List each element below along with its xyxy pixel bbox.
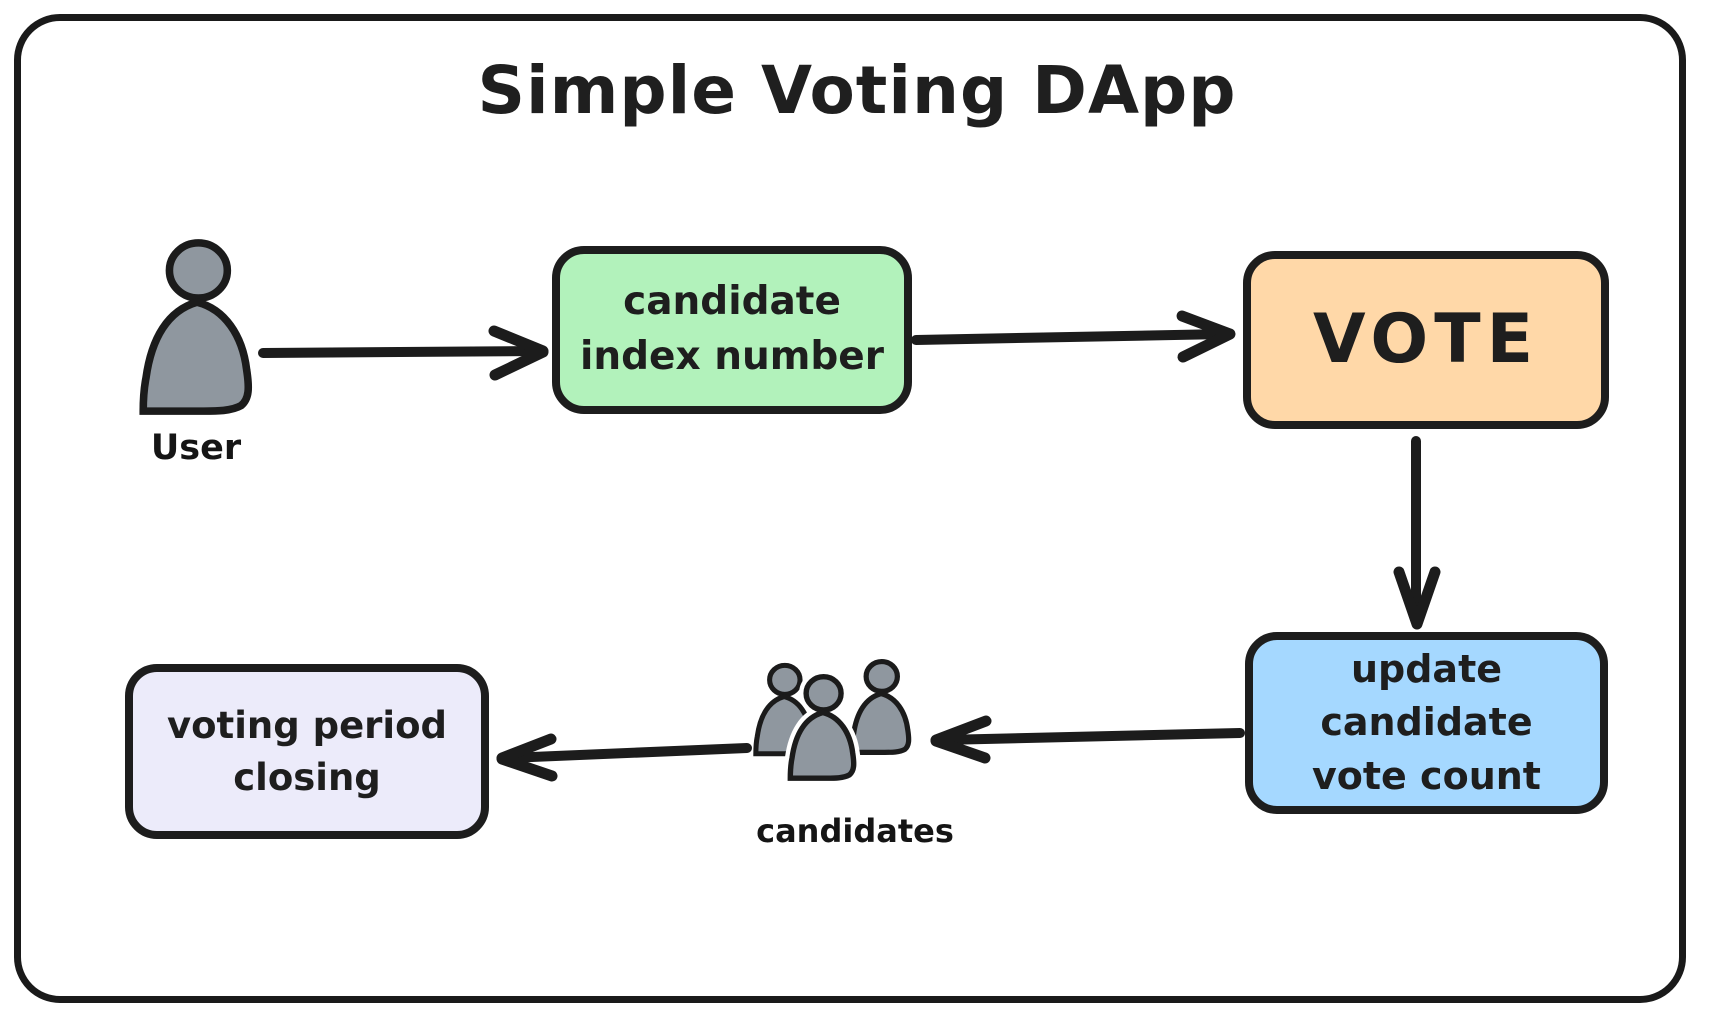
candidates-group-icon xyxy=(742,650,928,792)
candidates-label: candidates xyxy=(756,812,954,850)
node-candidate-index-number: candidate index number xyxy=(552,246,912,414)
node-candidate-index-line1: candidate xyxy=(623,279,841,325)
node-vote-label: VOTE xyxy=(1312,300,1540,380)
node-update-count-line2: vote count xyxy=(1312,753,1541,798)
user-person-icon xyxy=(126,236,268,418)
node-voting-period-line1: voting period xyxy=(166,703,448,747)
diagram-title: Simple Voting DApp xyxy=(477,52,1237,129)
outer-frame xyxy=(14,14,1686,1003)
node-voting-period-closing: voting period closing xyxy=(125,664,489,839)
node-update-candidate-vote-count: update candidate vote count xyxy=(1245,632,1608,814)
node-vote: VOTE xyxy=(1243,251,1609,429)
node-voting-period-line2: closing xyxy=(233,755,381,799)
node-candidate-index-line2: index number xyxy=(579,334,884,379)
node-update-count-line1: update candidate xyxy=(1320,647,1533,745)
user-label: User xyxy=(150,428,242,468)
